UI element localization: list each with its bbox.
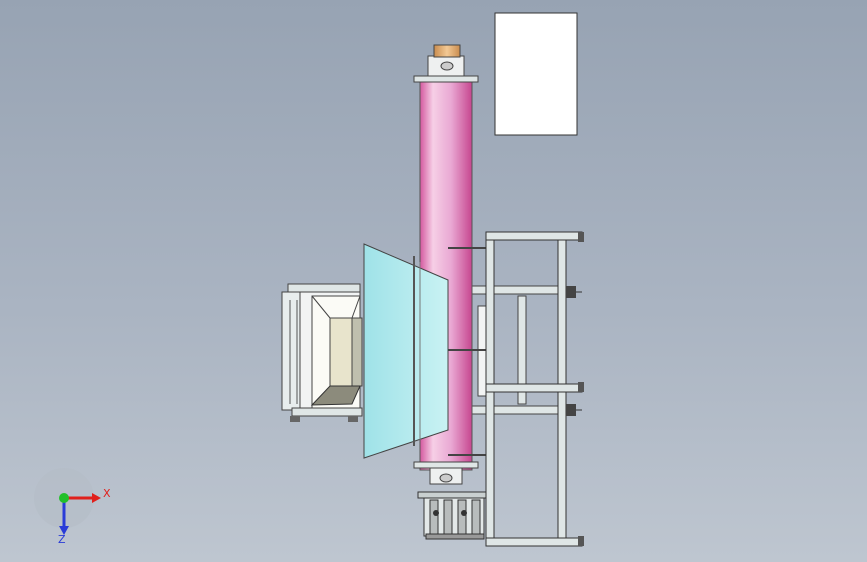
feed-hopper[interactable] (363, 243, 449, 459)
orientation-triad: X Z (34, 468, 111, 546)
z-axis-label: Z (58, 533, 66, 546)
y-axis-dot (59, 493, 69, 503)
x-axis-label: X (103, 487, 111, 500)
conveyor-housing[interactable] (281, 283, 363, 422)
drive-gearbox[interactable] (417, 491, 491, 540)
support-frame[interactable] (485, 231, 584, 547)
drawing-panel[interactable] (494, 12, 578, 136)
